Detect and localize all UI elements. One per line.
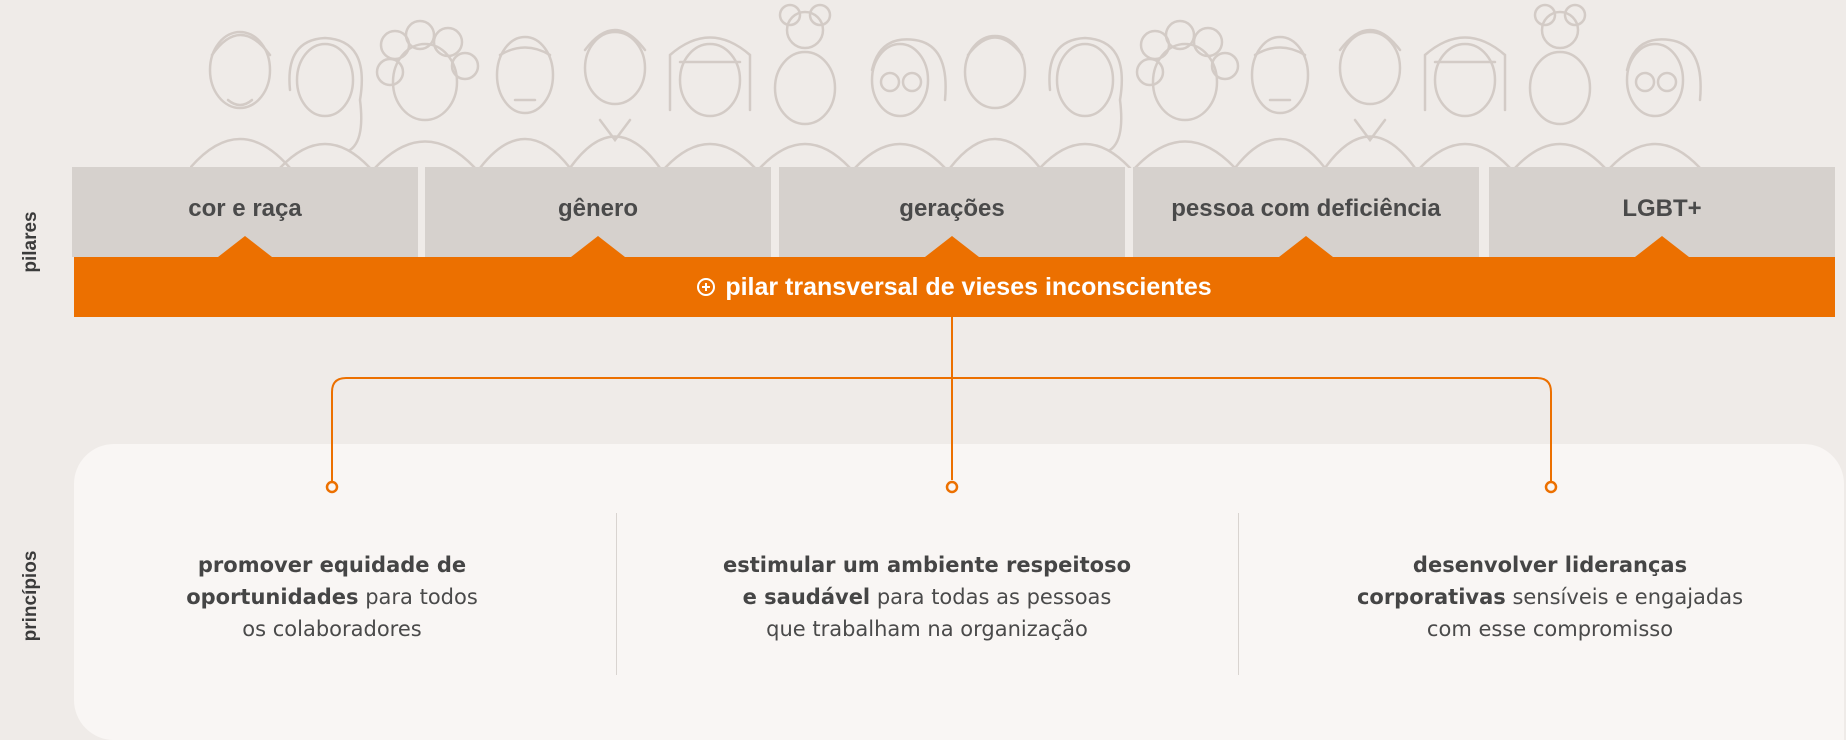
pillar-label: pessoa com deficiência bbox=[1171, 195, 1441, 222]
pillar-pointer bbox=[1279, 236, 1333, 257]
pillar-lgbt: LGBT+ bbox=[1489, 167, 1835, 257]
principle-text: sensíveis e engajadas bbox=[1505, 585, 1744, 609]
principle-line: estimular um ambiente respeitoso bbox=[707, 549, 1147, 581]
principle-bold-text: corporativas bbox=[1356, 585, 1506, 609]
person-figure bbox=[1233, 35, 1327, 168]
pillar-label: LGBT+ bbox=[1622, 195, 1702, 222]
person-figure bbox=[853, 38, 947, 168]
principle-equidade: promover equidade de oportunidades para … bbox=[112, 549, 552, 645]
person-figure bbox=[758, 3, 852, 168]
principle-text: para todas as pessoas bbox=[870, 585, 1112, 609]
principle-line: os colaboradores bbox=[242, 617, 422, 641]
principle-bold-text: oportunidades bbox=[186, 585, 359, 609]
principle-liderancas: desenvolver lideranças corporativas sens… bbox=[1330, 549, 1770, 645]
principles-panel bbox=[74, 444, 1844, 740]
person-figure bbox=[373, 19, 480, 168]
principles-axis-label: princípios bbox=[20, 550, 41, 642]
person-figure bbox=[1133, 19, 1240, 168]
principle-divider bbox=[1238, 513, 1239, 675]
person-figure bbox=[948, 34, 1042, 168]
pillar-pointer bbox=[218, 236, 272, 257]
principle-line: e saudável para todas as pessoas bbox=[707, 581, 1147, 613]
pillar-cor-e-raca: cor e raça bbox=[72, 167, 418, 257]
principle-bold-text: e saudável bbox=[742, 585, 871, 609]
person-figure bbox=[478, 35, 572, 168]
principle-line: oportunidades para todos bbox=[112, 581, 552, 613]
principle-line: promover equidade de bbox=[112, 549, 552, 581]
pillars-axis-label: pilares bbox=[20, 211, 41, 273]
pillar-pointer bbox=[925, 236, 979, 257]
principle-bold-text: estimular um ambiente respeitoso bbox=[722, 553, 1132, 577]
pillar-pointer bbox=[1635, 236, 1689, 257]
person-figure bbox=[1608, 38, 1702, 168]
principle-bold-text: desenvolver lideranças bbox=[1412, 553, 1688, 577]
person-figure bbox=[1323, 28, 1417, 168]
transversal-pillar-label: pilar transversal de vieses inconsciente… bbox=[725, 272, 1212, 301]
person-figure bbox=[568, 28, 662, 168]
person-figure bbox=[190, 30, 292, 168]
principle-line: corporativas sensíveis e engajadas bbox=[1330, 581, 1770, 613]
crowd-illustration bbox=[190, 3, 1702, 168]
person-figure bbox=[278, 36, 372, 168]
pillar-label: cor e raça bbox=[188, 195, 302, 222]
person-figure bbox=[1038, 36, 1132, 168]
principle-text: para todos bbox=[358, 585, 478, 609]
pillar-label: gerações bbox=[899, 195, 1005, 222]
principle-bold-text: promover equidade de bbox=[197, 553, 467, 577]
pillar-pessoa-com-deficiencia: pessoa com deficiência bbox=[1133, 167, 1479, 257]
plus-circle-icon bbox=[697, 278, 716, 296]
principle-line: com esse compromisso bbox=[1426, 617, 1674, 641]
pillar-geracoes: gerações bbox=[779, 167, 1125, 257]
pillar-pointer bbox=[571, 236, 625, 257]
principle-divider bbox=[616, 513, 617, 675]
pillars-row: cor e raça gênero gerações pessoa com de… bbox=[72, 167, 1835, 257]
person-figure bbox=[1418, 36, 1512, 168]
transversal-pillar-band: pilar transversal de vieses inconsciente… bbox=[74, 257, 1835, 317]
principle-ambiente: estimular um ambiente respeitoso e saudá… bbox=[707, 549, 1147, 645]
pillar-genero: gênero bbox=[425, 167, 771, 257]
person-figure bbox=[663, 36, 757, 168]
principle-line: desenvolver lideranças bbox=[1330, 549, 1770, 581]
pillar-label: gênero bbox=[557, 195, 638, 222]
person-figure bbox=[1513, 3, 1607, 168]
principle-line: que trabalham na organização bbox=[766, 617, 1088, 641]
